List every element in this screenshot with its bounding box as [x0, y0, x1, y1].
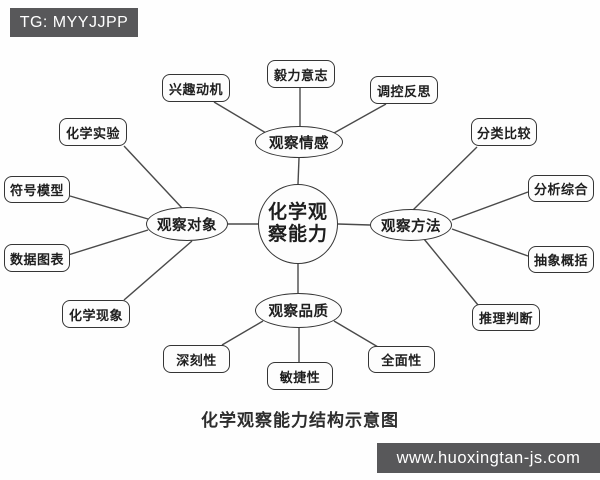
leaf-symbol-model: 符号模型	[4, 176, 70, 203]
leaf-comprehensiveness: 全面性	[368, 346, 435, 373]
connector-object-phenomenon	[123, 240, 193, 301]
watermark-bottom-banner: www.huoxingtan-js.com	[377, 443, 600, 473]
branch-observation-emotion: 观察情感	[255, 126, 343, 158]
branch-observation-quality: 观察品质	[255, 293, 342, 328]
leaf-regulation-reflection: 调控反思	[370, 76, 438, 104]
branch-observation-method: 观察方法	[370, 209, 452, 241]
connector-method-reasoning	[423, 238, 479, 306]
connector-center-emotion	[297, 157, 300, 185]
connector-method-abstraction	[451, 228, 529, 257]
connector-emotion-regulation	[333, 103, 387, 134]
diagram-caption: 化学观察能力结构示意图	[201, 411, 399, 430]
watermark-top-text: TG: MYYJJPP	[19, 13, 129, 31]
connector-method-classification	[412, 146, 478, 211]
leaf-analysis-synthesis: 分析综合	[528, 175, 594, 202]
connector-center-method	[337, 223, 371, 226]
branch-observation-object: 观察对象	[146, 207, 228, 241]
center-node-label-line1: 化学观	[267, 201, 328, 223]
leaf-perseverance-will: 毅力意志	[267, 60, 335, 88]
connector-quality-depth	[221, 320, 264, 346]
connector-quality-comprehensive	[333, 320, 379, 348]
watermark-bottom-text: www.huoxingtan-js.com	[396, 448, 581, 467]
leaf-interest-motivation: 兴趣动机	[162, 74, 230, 102]
leaf-classification-comparison: 分类比较	[471, 118, 537, 146]
leaf-chemistry-phenomenon: 化学现象	[62, 300, 130, 328]
center-node-label-line2: 察能力	[267, 224, 328, 245]
leaf-data-chart: 数据图表	[4, 244, 70, 272]
leaf-reasoning-judgment: 推理判断	[472, 304, 540, 331]
connector-emotion-interest	[213, 101, 267, 134]
connector-object-datachart	[67, 229, 149, 256]
leaf-abstraction-generalization: 抽象概括	[528, 246, 594, 273]
leaf-agility: 敏捷性	[267, 362, 333, 390]
leaf-profundity: 深刻性	[163, 345, 230, 373]
connector-method-analysis	[451, 191, 529, 221]
center-node-chemical-observation-ability: 化学观 察能力	[258, 184, 338, 264]
leaf-chemistry-experiment: 化学实验	[59, 118, 127, 146]
watermark-top-banner: TG: MYYJJPP	[10, 8, 138, 37]
connector-object-experiment	[123, 145, 183, 209]
connector-object-symbol	[69, 195, 149, 220]
